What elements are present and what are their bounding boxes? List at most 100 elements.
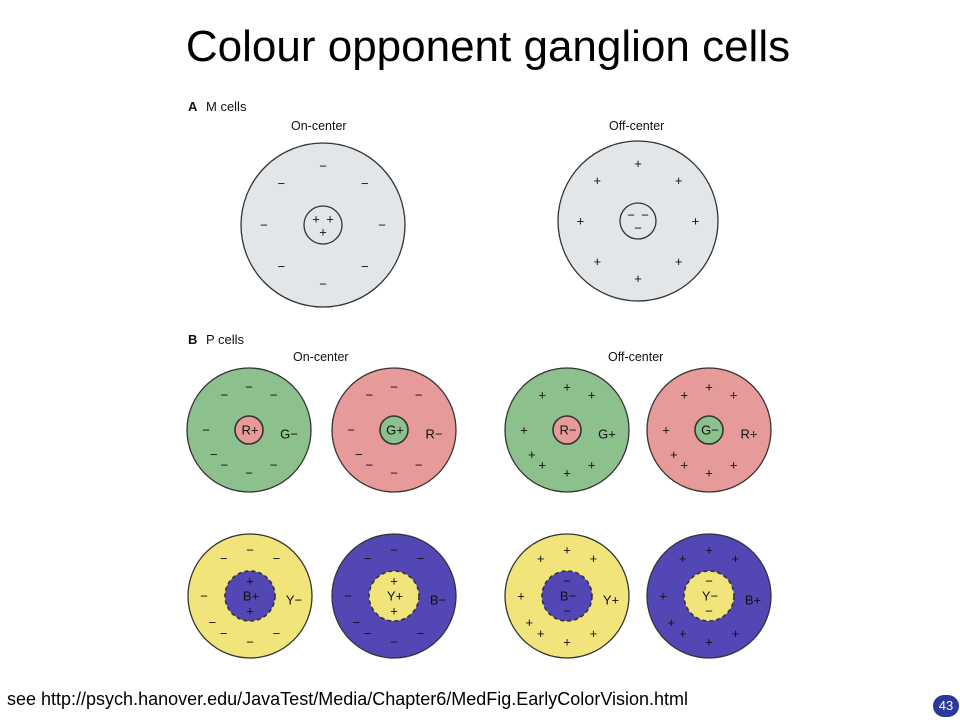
center-label: B− [560,589,576,604]
surround-sign: − [260,218,268,233]
surround-sign: + [681,458,689,473]
p-on-center-label: On-center [293,350,349,364]
surround-sign: − [209,615,217,630]
surround-sign: + [675,254,683,269]
surround-sign: − [245,466,253,481]
surround-sign: − [245,380,253,395]
center-circle [379,415,409,445]
b-on-y-off-cell: B+Y−−−−−−−−−++ [187,533,313,659]
m-off-center-label: Off-center [609,119,664,133]
center-label: Y− [702,589,718,604]
surround-sign: − [353,615,361,630]
surround-sign: − [200,589,208,604]
surround-sign: + [668,615,676,630]
center-label: G− [701,423,719,438]
surround-sign: − [319,158,327,173]
center-sign: − [563,604,571,619]
center-sign: + [319,225,327,240]
surround-label: B− [430,593,446,608]
source-url[interactable]: see http://psych.hanover.edu/JavaTest/Me… [7,689,689,709]
center-sign: + [246,604,254,619]
center-label: R+ [242,423,259,438]
surround-sign: − [364,551,372,566]
center-circle [694,415,724,445]
surround-sign: − [347,423,355,438]
surround-sign: + [539,387,547,402]
center-label: Y+ [387,589,403,604]
surround-sign: − [390,635,398,650]
surround-sign: − [344,589,352,604]
surround-sign: + [681,387,689,402]
r-on-g-off-cell: R+G−−−−−−−−− [186,367,312,493]
surround-label: G+ [598,427,616,442]
center-sign: − [627,208,635,223]
surround-sign: + [577,214,585,229]
surround-sign: − [246,635,254,650]
y-on-b-off-cell: Y+B−−−−−−−−−++ [331,533,457,659]
center-sign: − [634,221,642,236]
surround-sign: + [526,615,534,630]
surround-label: Y+ [603,593,619,608]
surround-sign: − [378,218,386,233]
surround-sign: + [659,589,667,604]
center-label: B+ [243,589,259,604]
surround-sign: − [390,543,398,558]
section-b-letter: B [188,332,197,347]
surround-sign: − [390,380,398,395]
surround-sign: + [563,635,571,650]
center-circle [619,202,657,240]
surround-sign: + [732,626,740,641]
surround-sign: + [670,447,678,462]
center-circle [224,570,276,622]
center-sign: + [246,574,254,589]
center-circle [541,570,593,622]
center-sign: + [390,574,398,589]
b-off-y-on-cell: B−Y+++++++++−− [504,533,630,659]
center-sign: − [705,604,713,619]
surround-sign: + [563,466,571,481]
center-label: R− [560,423,577,438]
surround-sign: − [220,551,228,566]
center-sign: + [326,212,334,227]
center-label: G+ [386,423,404,438]
center-circle [303,205,343,245]
surround-sign: + [528,447,536,462]
surround-sign: − [417,551,425,566]
section-a-letter: A [188,99,198,114]
surround-sign: + [588,458,596,473]
center-circle [368,570,420,622]
y-off-b-on-cell: Y−B+++++++++−− [646,533,772,659]
surround-sign: + [662,423,670,438]
surround-sign: + [590,551,598,566]
surround-label: B+ [745,593,761,608]
center-sign: + [390,604,398,619]
center-sign: − [563,574,571,589]
surround-sign: − [415,458,423,473]
surround-sign: + [634,271,642,286]
surround-sign: + [588,387,596,402]
surround-sign: − [273,551,281,566]
section-b-name: P cells [206,332,245,347]
surround-sign: − [270,458,278,473]
g-off-r-on-cell: G−R+++++++++ [646,367,772,493]
surround-sign: − [361,259,369,274]
surround-sign: − [220,626,228,641]
m-on-center-label: On-center [291,119,347,133]
surround-sign: − [319,277,327,292]
surround-sign: + [563,543,571,558]
section-a-name: M cells [206,99,247,114]
surround-sign: − [202,423,210,438]
surround-sign: − [366,458,374,473]
surround-sign: + [730,387,738,402]
surround-sign: − [221,458,229,473]
surround-sign: + [679,626,687,641]
surround-sign: − [355,447,363,462]
surround-label: Y− [286,593,302,608]
surround-sign: − [210,447,218,462]
slide-title: Colour opponent ganglion cells [185,22,791,71]
surround-sign: + [730,458,738,473]
center-circle [234,415,264,445]
surround-label: G− [280,427,298,442]
cells-layer: +++−−−−−−−−−−−++++++++R+G−−−−−−−−−G+R−−−… [186,140,772,659]
